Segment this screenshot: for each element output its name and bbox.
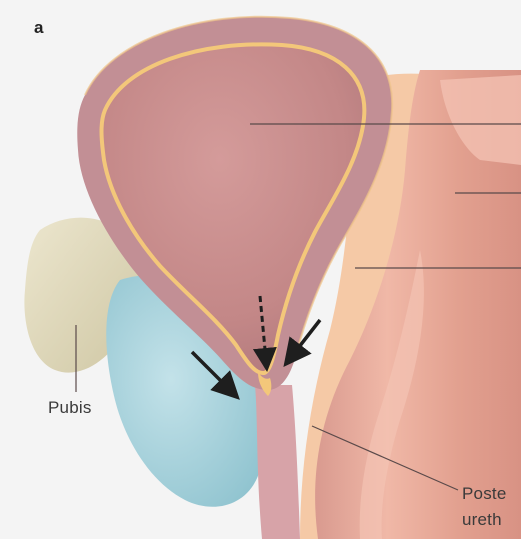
- pubis-label: Pubis: [48, 398, 92, 418]
- posterior-urethra-label-line2: ureth: [462, 507, 506, 533]
- posterior-urethra-label: Poste ureth: [462, 481, 506, 533]
- panel-letter: a: [34, 18, 44, 38]
- posterior-urethra-label-line1: Poste: [462, 481, 506, 507]
- posterior-urethra: [255, 385, 300, 539]
